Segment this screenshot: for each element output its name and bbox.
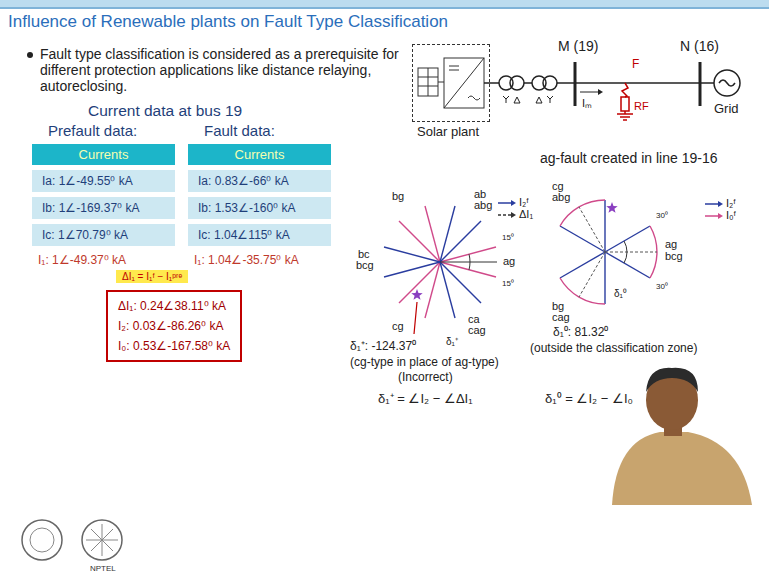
zone-label: cag (552, 311, 570, 324)
angle-symbol: δ₁⁰ (614, 288, 627, 300)
result-note: (cg-type in place of ag-type) (350, 356, 499, 370)
legend-text: I₂ᶠ (519, 196, 529, 209)
legend-arrowhead (718, 201, 723, 207)
table-cell: Ic: 1∠70.79⁰ kA (32, 224, 175, 246)
bus-label: N (16) (680, 38, 719, 54)
legend-text: I₀ᶠ (726, 209, 736, 222)
data-table: Fault data:CurrentsIa: 0.83∠-66⁰ kAIb: 1… (188, 144, 331, 246)
legend-swatch (498, 199, 516, 207)
table-heading: Prefault data: (48, 122, 137, 139)
legend-swatch (498, 211, 516, 219)
angle-label: 30⁰ (656, 211, 668, 220)
current-label: Iₘ (582, 97, 592, 110)
result-box: ΔI₁: 0.24∠38.11⁰ kAI₂: 0.03∠-86.26⁰ kAI₀… (106, 290, 242, 362)
angle-label: 30⁰ (656, 282, 668, 291)
zone-label: cag (468, 324, 486, 337)
formula-text: δ₁⁺ = ∠I₂ − ∠ΔI₁ (378, 392, 473, 407)
table-header-cell: Currents (188, 144, 331, 165)
table-cell: Ic: 1.04∠115⁰ kA (188, 224, 331, 246)
solar-plant-box: Solar plant (412, 44, 490, 122)
table-cell: Ib: 1.53∠-160⁰ kA (188, 197, 331, 219)
zone-label: ag (503, 255, 515, 268)
angle-symbol: δ₁⁺ (446, 336, 458, 348)
source-label: Grid (714, 102, 739, 117)
result-note: δ₁⁰: 81.32⁰ (553, 326, 608, 340)
angle-label: 15⁰ (502, 279, 514, 288)
zone-label: bg (392, 190, 404, 203)
legend-arrowhead (718, 213, 723, 219)
table-cell: Ia: 1∠-49.55⁰ kA (32, 170, 175, 192)
zone-label: ag (665, 238, 677, 251)
zone-label: cg (392, 320, 404, 333)
legend-text: I₂ᶠ (726, 197, 736, 210)
legend-swatch (705, 212, 723, 220)
legend-line (705, 215, 718, 217)
zone-label: bcg (356, 259, 374, 272)
bullet-dot (27, 52, 33, 58)
legend-line (498, 202, 511, 204)
zone-label: ab (474, 188, 486, 201)
table-cell: Ia: 0.83∠-66⁰ kA (188, 170, 331, 192)
result-note: δ₁⁺: -124.37⁰ (350, 340, 416, 354)
zone-label: bc (358, 248, 370, 261)
formula-text: δ₁⁰ = ∠I₂ − ∠I₀ (545, 392, 633, 407)
section-heading: Current data at bus 19 (88, 102, 242, 120)
bullet-text: Fault type classification is considered … (40, 46, 408, 94)
plant-label: Solar plant (417, 124, 479, 139)
sequence-current: I₁: 1∠-49.37⁰ kA (38, 254, 126, 268)
zone-label: ca (468, 313, 480, 326)
result-value: I₀: 0.53∠-167.58⁰ kA (118, 336, 230, 356)
logo-text: NPTEL (90, 564, 116, 573)
result-note: (Incorrect) (398, 371, 453, 385)
bus-label: M (19) (558, 38, 598, 54)
legend-line (705, 203, 718, 205)
slide-title: Influence of Renewable plants on Fault T… (8, 12, 448, 32)
zone-label: bcg (665, 250, 683, 263)
formula-box: ΔI₁ = I₁ᶠ − I₁ᵖʳᵉ (116, 270, 188, 283)
zone-label: bg (552, 300, 564, 313)
zone-label: abg (474, 199, 492, 212)
legend-arrowhead (511, 212, 516, 218)
angle-label: 15⁰ (502, 233, 514, 242)
data-table: Prefault data:CurrentsIa: 1∠-49.55⁰ kAIb… (32, 144, 175, 246)
result-value: I₂: 0.03∠-86.26⁰ kA (118, 316, 230, 336)
result-note: (outside the classification zone) (530, 342, 697, 356)
legend-swatch (705, 200, 723, 208)
resistance-label: RF (634, 100, 649, 113)
zone-label: abg (552, 191, 570, 204)
formula-text: ΔI₁ = I₁ᶠ − I₁ᵖʳᵉ (122, 271, 182, 282)
result-value: ΔI₁: 0.24∠38.11⁰ kA (118, 296, 230, 316)
table-header-cell: Currents (32, 144, 175, 165)
legend-text: ΔI₁ (519, 208, 533, 221)
table-cell: Ib: 1∠-169.37⁰ kA (32, 197, 175, 219)
legend-line (498, 214, 511, 216)
legend-arrowhead (511, 200, 516, 206)
fault-note: ag-fault created in line 19-16 (540, 150, 717, 166)
sequence-current: I₁: 1.04∠-35.75⁰ kA (194, 254, 299, 268)
zone-label: cg (552, 180, 564, 193)
fault-label: F (632, 58, 639, 72)
table-heading: Fault data: (204, 122, 275, 139)
